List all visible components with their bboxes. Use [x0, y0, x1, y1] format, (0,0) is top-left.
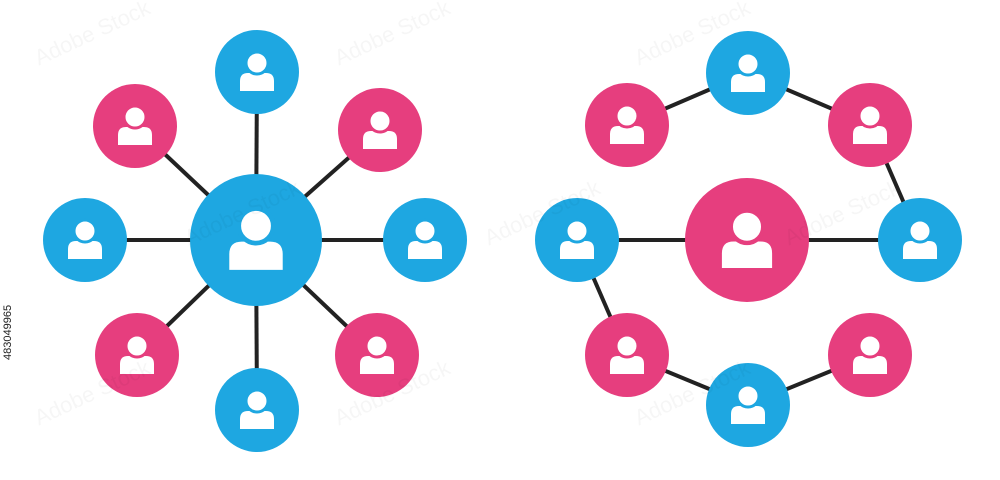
user-icon — [610, 333, 644, 374]
ring-network-hub-node — [685, 178, 809, 302]
user-icon — [68, 218, 102, 259]
star-network-node-7 — [93, 84, 177, 168]
user-icon — [118, 104, 152, 145]
ring-network-node-7 — [585, 83, 669, 167]
star-network-node-0 — [215, 30, 299, 114]
nodes — [43, 30, 962, 452]
star-network-node-4 — [215, 368, 299, 452]
stock-id-label: 483049965 — [2, 304, 14, 360]
star-network-node-6 — [43, 198, 127, 282]
user-icon — [240, 50, 274, 91]
star-network-node-1 — [338, 88, 422, 172]
ring-network-node-6 — [535, 198, 619, 282]
user-icon — [721, 208, 773, 269]
star-network-node-3 — [335, 313, 419, 397]
ring-network-node-0 — [706, 31, 790, 115]
user-icon — [731, 383, 765, 424]
user-icon — [120, 333, 154, 374]
ring-network-node-4 — [706, 363, 790, 447]
user-icon — [903, 218, 937, 259]
user-icon — [853, 103, 887, 144]
ring-network-node-5 — [585, 313, 669, 397]
user-icon — [610, 103, 644, 144]
ring-network-node-1 — [828, 83, 912, 167]
user-icon — [360, 333, 394, 374]
user-icon — [240, 388, 274, 429]
star-network-node-2 — [383, 198, 467, 282]
user-icon — [229, 206, 283, 270]
user-icon — [853, 333, 887, 374]
user-icon — [731, 51, 765, 92]
user-icon — [363, 108, 397, 149]
ring-network-node-3 — [828, 313, 912, 397]
ring-network-node-2 — [878, 198, 962, 282]
star-network-hub-node — [190, 174, 322, 306]
user-icon — [560, 218, 594, 259]
star-network-node-5 — [95, 313, 179, 397]
user-icon — [408, 218, 442, 259]
